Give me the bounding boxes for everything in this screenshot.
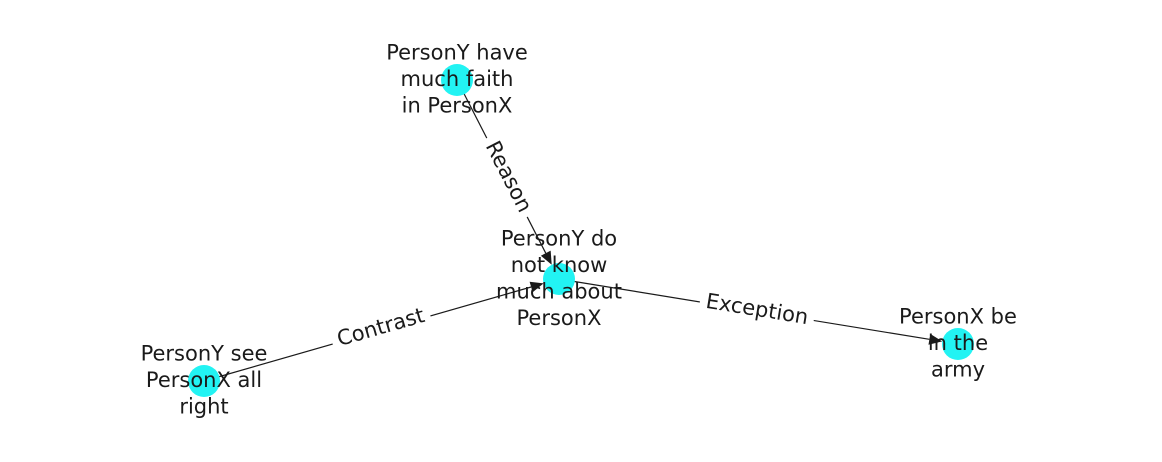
node-label-left-line-3: right: [179, 395, 228, 419]
node-label-left-line-2: PersonX all: [146, 368, 262, 392]
node-label-top-line-1: PersonY have: [386, 41, 528, 65]
node-top: [441, 64, 473, 96]
node-label-top-line-2: much faith: [401, 67, 514, 91]
node-label-right-line-3: army: [931, 358, 985, 382]
edge-label-contrast: Contrast: [327, 299, 434, 355]
node-label-center-line-4: PersonX: [517, 306, 602, 330]
node-label-center-line-3: much about: [496, 279, 622, 303]
edge-label-text: Contrast: [334, 303, 427, 351]
node-label-top-line-3: in PersonX: [402, 94, 513, 118]
node-center: [543, 263, 575, 295]
node-label-center-line-2: not know: [511, 253, 608, 277]
edge-label-exception: Exception: [697, 285, 817, 333]
edge-label-background: [697, 285, 817, 333]
arrowhead-top-center: [540, 250, 552, 265]
node-label-center-line-1: PersonY do: [501, 226, 617, 250]
node-label-left-line-1: PersonY see: [141, 342, 268, 366]
node-label-right-line-1: PersonX be: [899, 305, 1017, 329]
edge-label-reason: Reason: [476, 130, 542, 223]
edge-label-background: [476, 130, 542, 223]
node-right: [942, 328, 974, 360]
edge-label-background: [327, 299, 434, 355]
node-left: [188, 365, 220, 397]
arrowhead-left-center: [529, 281, 544, 293]
arrowhead-center-right: [928, 333, 943, 345]
node-label-right-line-2: in the: [928, 331, 988, 355]
nodes-layer: [188, 64, 974, 397]
